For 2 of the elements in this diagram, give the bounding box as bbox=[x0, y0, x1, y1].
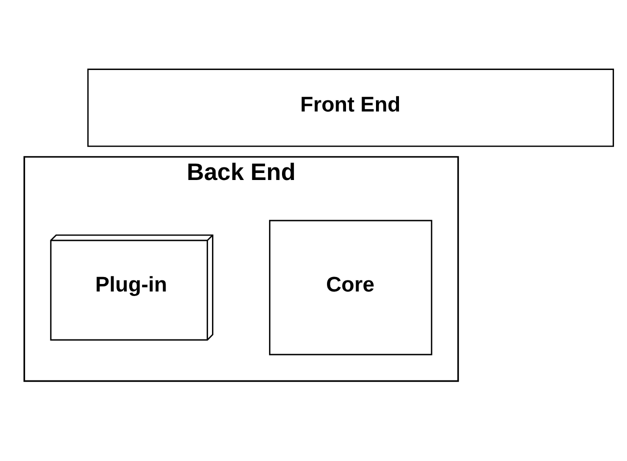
node-box: Front End bbox=[87, 68, 614, 147]
node-box: Core bbox=[269, 220, 432, 356]
